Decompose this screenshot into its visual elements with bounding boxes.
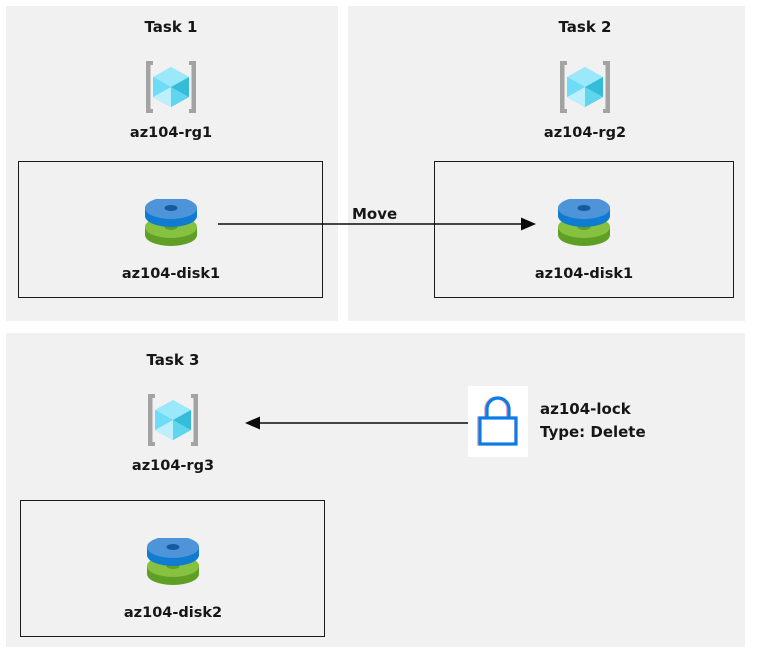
task-1-title: Task 1 — [144, 18, 198, 36]
lock-name: az104-lock — [540, 400, 631, 418]
resource-group-cube-icon — [148, 394, 198, 446]
padlock-icon — [477, 396, 518, 446]
resource-group-2-label: az104-rg2 — [543, 125, 627, 141]
managed-disk-icon — [145, 199, 197, 246]
task-2-title: Task 2 — [558, 18, 612, 36]
disk-2-label: az104-disk1 — [534, 266, 634, 282]
resource-group-1-label: az104-rg1 — [129, 125, 213, 141]
lock-icon-background — [468, 386, 528, 457]
managed-disk-icon — [147, 538, 199, 585]
lock-type: Type: Delete — [540, 423, 646, 441]
move-arrow-label: Move — [352, 205, 398, 223]
disk-1-label: az104-disk1 — [121, 266, 221, 282]
resource-group-3-label: az104-rg3 — [131, 458, 215, 474]
resource-group-cube-icon — [146, 61, 196, 113]
managed-disk-icon — [558, 199, 610, 246]
move-arrow — [218, 217, 536, 231]
resource-group-cube-icon — [560, 61, 610, 113]
lock-arrow — [245, 416, 471, 430]
disk-3-label: az104-disk2 — [123, 605, 223, 621]
lock-text-block: az104-lock Type: Delete — [540, 398, 720, 444]
task-3-title: Task 3 — [146, 351, 200, 369]
